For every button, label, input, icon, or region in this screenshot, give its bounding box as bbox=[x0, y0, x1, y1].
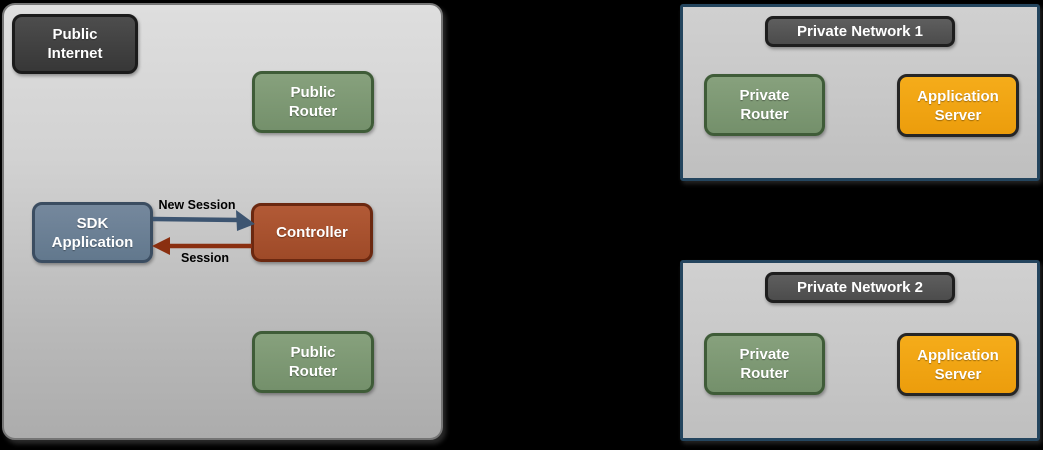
sdk-application-label: SDK Application bbox=[51, 214, 134, 251]
session-arrow-label: Session bbox=[181, 251, 229, 265]
private-network-2-zone: Private Network 2 Private Router Applica… bbox=[680, 260, 1040, 441]
application-server-2-node: Application Server bbox=[897, 333, 1019, 396]
private-router-1-node: Private Router bbox=[704, 74, 825, 136]
controller-node: Controller bbox=[251, 203, 373, 262]
private-network-1-title: Private Network 1 bbox=[797, 23, 923, 40]
private-network-2-title-box: Private Network 2 bbox=[765, 272, 955, 303]
public-router-top-label: Public Router bbox=[288, 84, 338, 120]
new-session-arrow-label: New Session bbox=[158, 198, 236, 212]
private-router-2-label: Private Router bbox=[739, 346, 790, 382]
public-router-bottom-label: Public Router bbox=[288, 344, 338, 380]
private-network-2-title: Private Network 2 bbox=[797, 279, 923, 296]
private-router-2-node: Private Router bbox=[704, 333, 825, 395]
public-internet-label: Public Internet bbox=[47, 26, 103, 62]
public-router-bottom-node: Public Router bbox=[252, 331, 374, 393]
application-server-2-label: Application Server bbox=[917, 346, 999, 383]
public-router-top-node: Public Router bbox=[252, 71, 374, 133]
session-arrows bbox=[152, 210, 255, 255]
private-network-1-zone: Private Network 1 Private Router Applica… bbox=[680, 4, 1040, 181]
sdk-application-node: SDK Application bbox=[32, 202, 153, 263]
public-internet-zone: Public Internet Public Router SDK Applic… bbox=[2, 3, 443, 440]
public-internet-label-box: Public Internet bbox=[12, 14, 138, 74]
application-server-1-node: Application Server bbox=[897, 74, 1019, 137]
application-server-1-label: Application Server bbox=[917, 87, 999, 124]
session-arrow bbox=[152, 237, 252, 255]
private-network-1-title-box: Private Network 1 bbox=[765, 16, 955, 47]
controller-label: Controller bbox=[276, 224, 348, 241]
private-router-1-label: Private Router bbox=[739, 87, 790, 123]
new-session-arrow bbox=[152, 210, 255, 231]
